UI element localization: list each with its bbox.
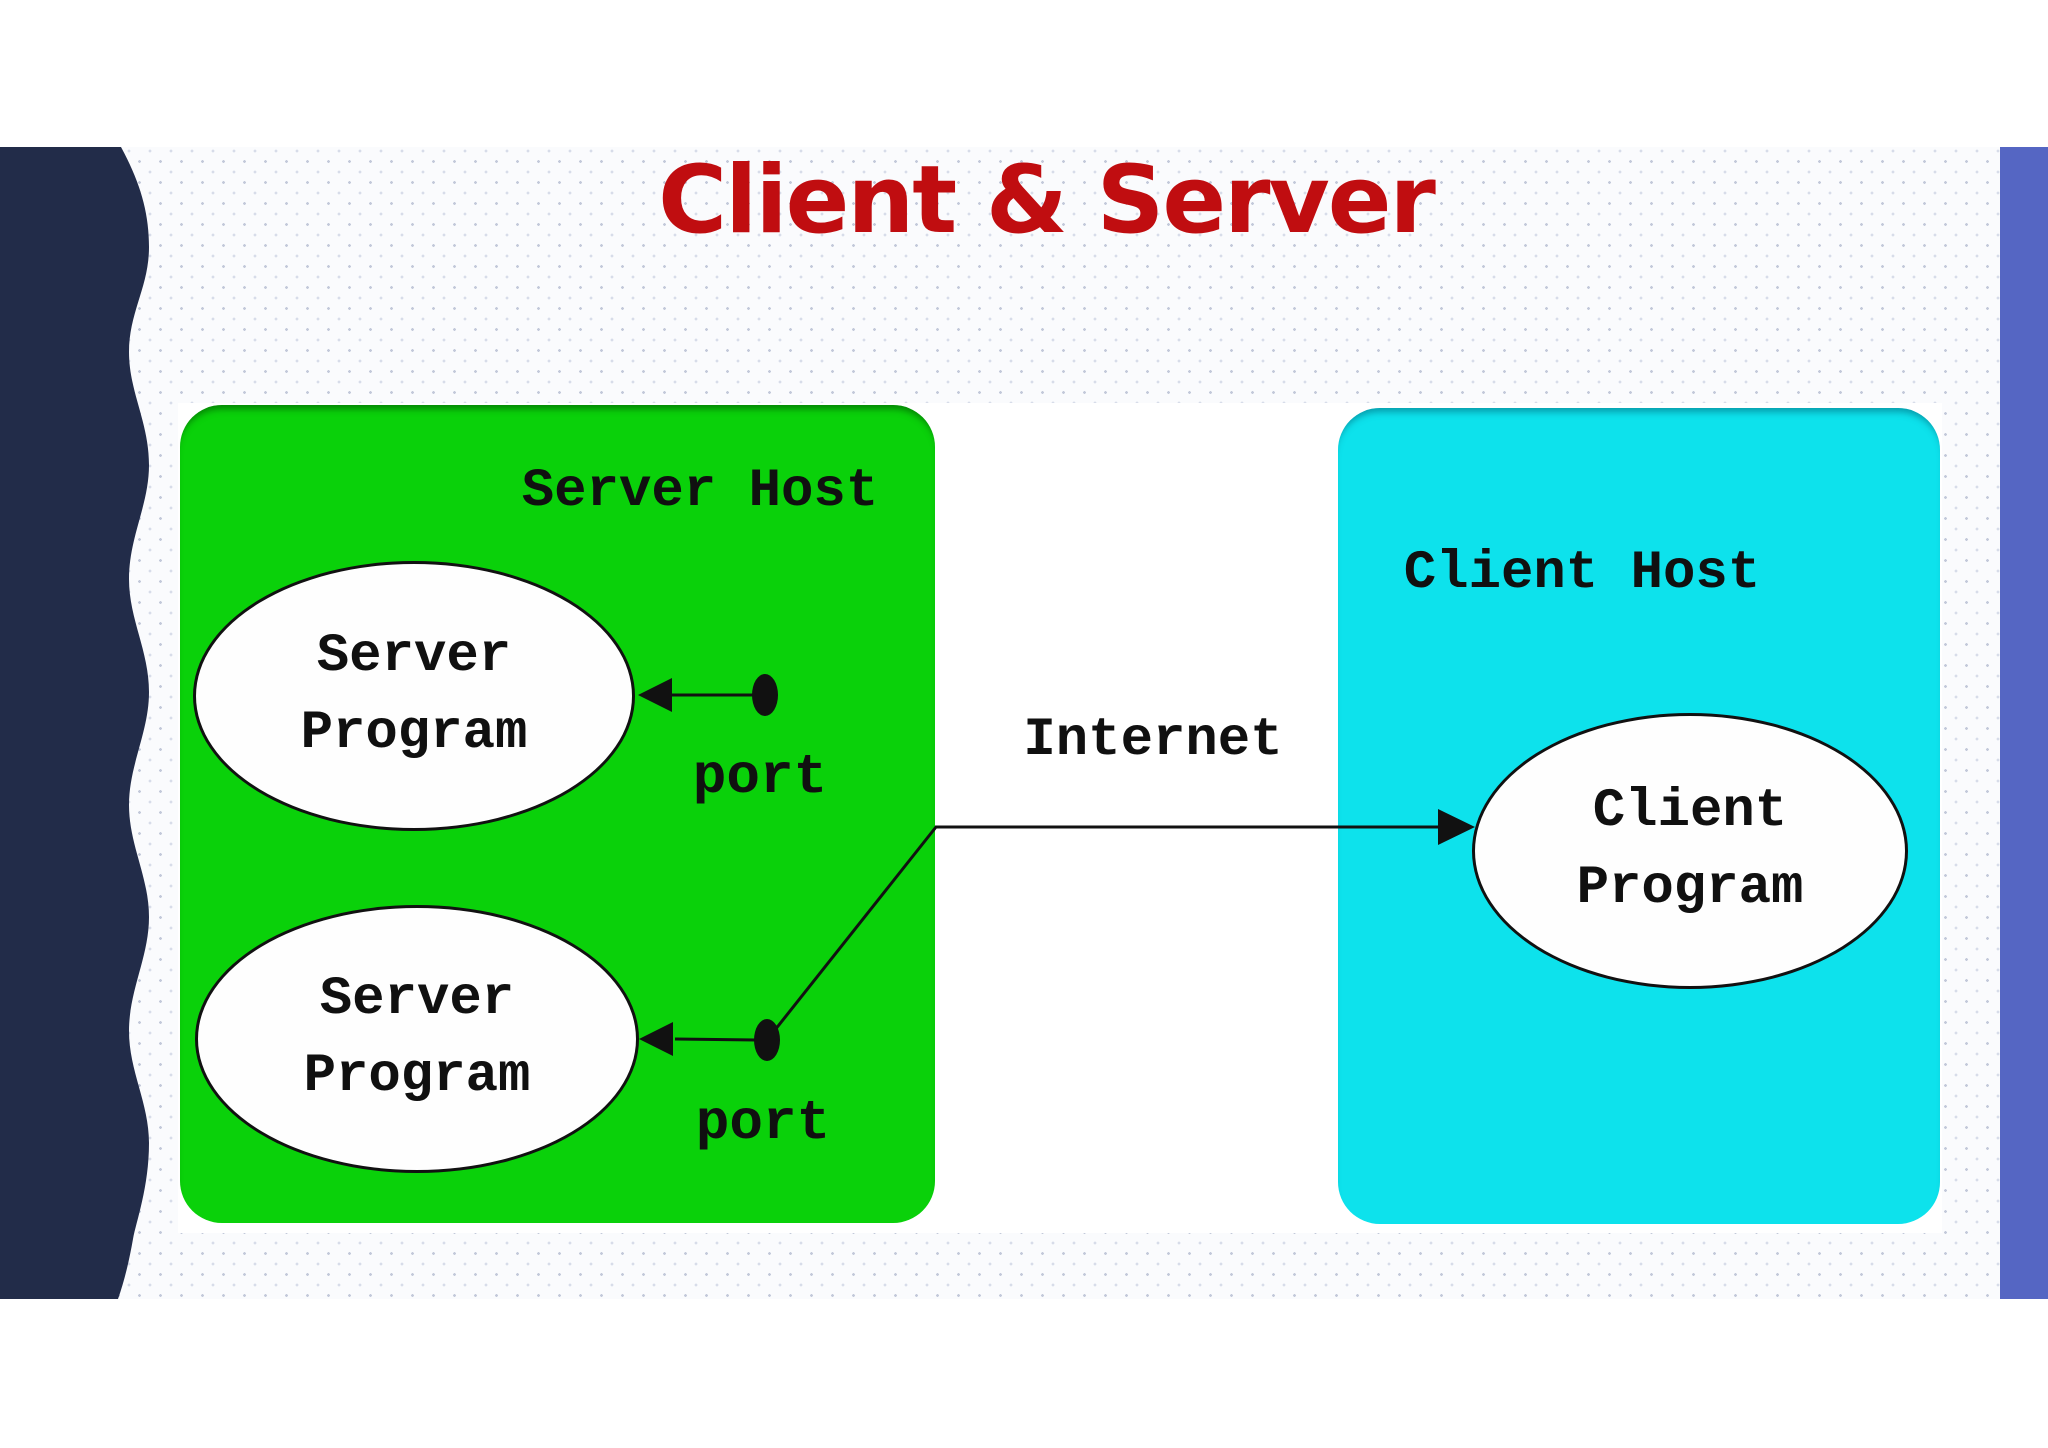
client-server-diagram: Server Host Client Host Server Program S… bbox=[178, 403, 1942, 1233]
port2-dot bbox=[754, 1019, 780, 1061]
arrowhead-to-server-program-2 bbox=[639, 1022, 673, 1056]
client-program-ellipse: Client Program bbox=[1472, 713, 1908, 989]
left-wave-shape bbox=[0, 147, 149, 1299]
right-accent-bar bbox=[2000, 147, 2048, 1299]
page-title: Client & Server bbox=[658, 146, 1436, 255]
port2-to-internet-line bbox=[765, 826, 938, 1041]
title-row: Client & Server bbox=[0, 142, 2048, 260]
arrowhead-to-client-program bbox=[1438, 809, 1475, 845]
server-host-label: Server Host bbox=[521, 461, 879, 522]
port1-dot bbox=[752, 674, 778, 716]
port-label-1: port bbox=[692, 745, 828, 809]
left-wave-decoration bbox=[0, 147, 149, 1299]
arrowhead-to-server-program-1 bbox=[638, 678, 672, 712]
server-program-ellipse-2: Server Program bbox=[195, 905, 639, 1173]
port-label-2: port bbox=[695, 1091, 831, 1155]
client-host-label: Client Host bbox=[1403, 543, 1761, 604]
internet-label: Internet bbox=[1023, 710, 1283, 771]
port2-arrow-line bbox=[674, 1037, 757, 1042]
server-program-ellipse-1: Server Program bbox=[193, 561, 635, 831]
connector-layer bbox=[638, 674, 1475, 1061]
